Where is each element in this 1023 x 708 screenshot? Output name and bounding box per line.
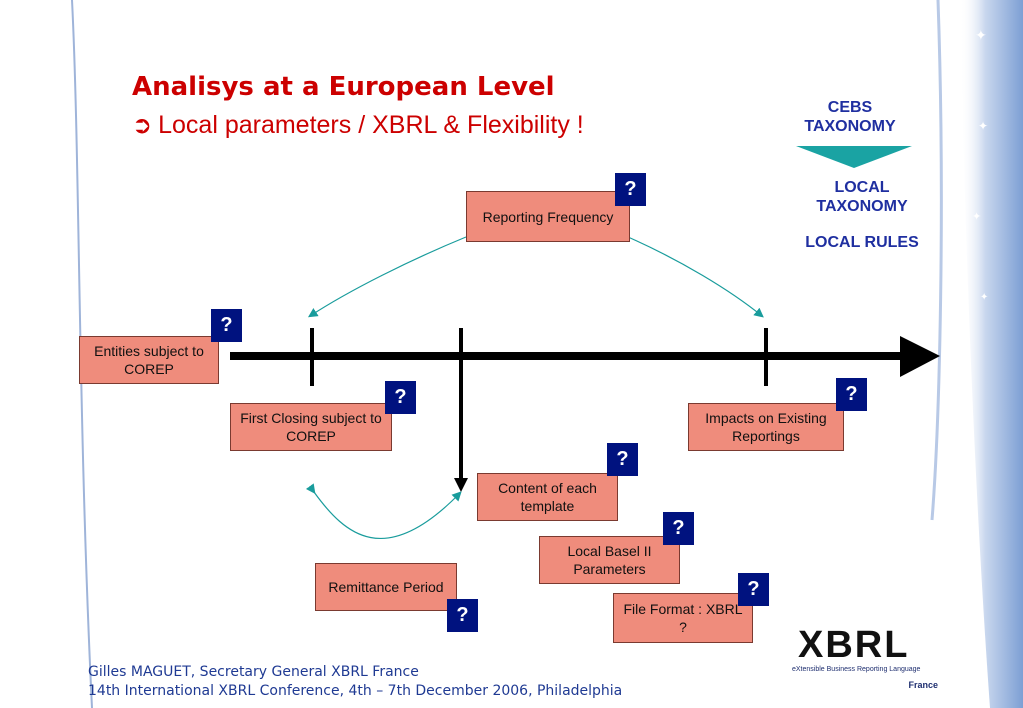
footer-author: Gilles MAGUET, Secretary General XBRL Fr…	[88, 664, 419, 680]
timeline-arrowhead	[900, 336, 940, 377]
right-gradient-band	[960, 0, 1023, 708]
logo-country: France	[908, 680, 938, 690]
logo-tagline: eXtensible Business Reporting Language	[792, 666, 921, 673]
connector-remittance	[305, 483, 462, 539]
question-badge: ?	[211, 309, 242, 342]
footer-conference: 14th International XBRL Conference, 4th …	[88, 683, 623, 699]
basel-box: Local Basel II Parameters	[539, 536, 680, 584]
connector-right	[627, 236, 764, 318]
remittance-box: Remittance Period	[315, 563, 457, 611]
reporting-frequency-box: Reporting Frequency	[466, 191, 630, 242]
question-badge: ?	[663, 512, 694, 545]
file-format-box: File Format : XBRL ?	[613, 593, 753, 643]
slide-subtitle: ➲Local parameters / XBRL & Flexibility !	[132, 111, 584, 140]
impacts-box: Impacts on Existing Reportings	[688, 403, 844, 451]
connector-left	[307, 236, 467, 318]
local-rules-label: LOCAL RULES	[805, 234, 919, 251]
question-badge: ?	[447, 599, 478, 632]
question-badge: ?	[836, 378, 867, 411]
subtitle-text: Local parameters / XBRL & Flexibility !	[158, 111, 584, 139]
local-taxonomy-label: LOCAL TAXONOMY	[816, 179, 908, 215]
first-closing-box: First Closing subject to COREP	[230, 403, 392, 451]
logo-text: XBRL	[798, 624, 910, 666]
cebs-taxonomy-label: CEBS TAXONOMY	[804, 99, 896, 135]
right-curve-line	[930, 0, 943, 521]
star-icon: ✦	[975, 27, 987, 43]
question-badge: ?	[607, 443, 638, 476]
content-arrowhead	[454, 478, 468, 492]
slide-title: Analisys at a European Level	[132, 72, 555, 102]
arrow-icon: ➲	[132, 112, 153, 139]
question-badge: ?	[385, 381, 416, 414]
star-icon: ✦	[978, 119, 988, 133]
question-badge: ?	[738, 573, 769, 606]
question-badge: ?	[615, 173, 646, 206]
left-border-line	[71, 0, 93, 708]
star-icon: ✦	[972, 211, 981, 223]
entities-box: Entities subject to COREP	[79, 336, 219, 384]
down-triangle-icon	[796, 146, 912, 168]
xbrl-logo: XBRL eXtensible Business Reporting Langu…	[792, 624, 942, 694]
star-icon: ✦	[980, 292, 988, 303]
content-box: Content of each template	[477, 473, 618, 521]
